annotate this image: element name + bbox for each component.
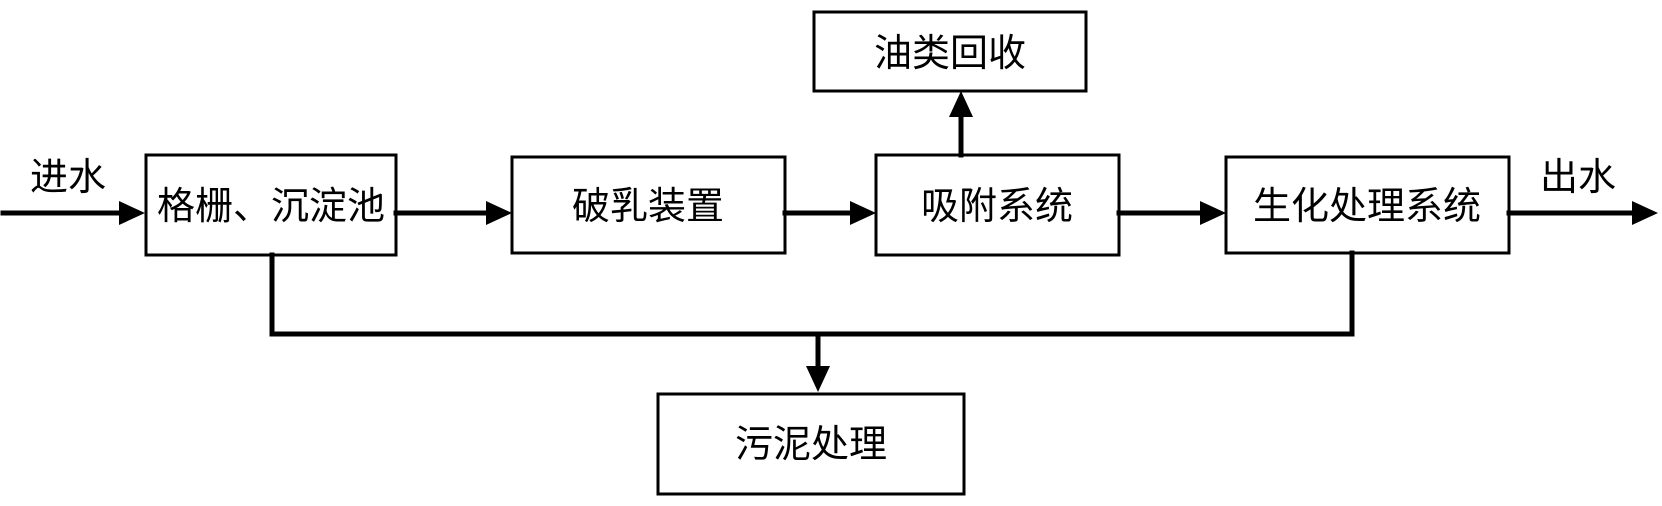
arrow-to-oil-recovery-head [949, 91, 973, 117]
adsorption-box [874, 153, 1121, 257]
sludge-treatment-box [656, 392, 966, 496]
sludge-treatment-label: 污泥处理 [735, 422, 887, 466]
arrow-demulsify-to-adsorption-head [850, 201, 876, 225]
biological-treatment-label: 生化处理系统 [1253, 184, 1481, 228]
demulsify-box [510, 155, 787, 255]
output-arrowhead [1632, 201, 1658, 225]
output-label: 出水 [1540, 155, 1616, 199]
screen-settling-label: 格栅、沉淀池 [157, 184, 385, 228]
adsorption-label: 吸附系统 [921, 184, 1073, 228]
biological-treatment-box [1224, 155, 1511, 255]
arrow-adsorption-to-biological-head [1200, 201, 1226, 225]
input-label: 进水 [30, 155, 106, 199]
input-arrowhead [119, 201, 145, 225]
oil-recovery-label: 油类回收 [874, 31, 1026, 75]
oil-recovery-box [812, 10, 1088, 93]
arrow-screen-to-demulsify-head [486, 201, 512, 225]
demulsify-label: 破乳装置 [572, 184, 724, 228]
arrow-to-sludge-head [806, 366, 830, 392]
